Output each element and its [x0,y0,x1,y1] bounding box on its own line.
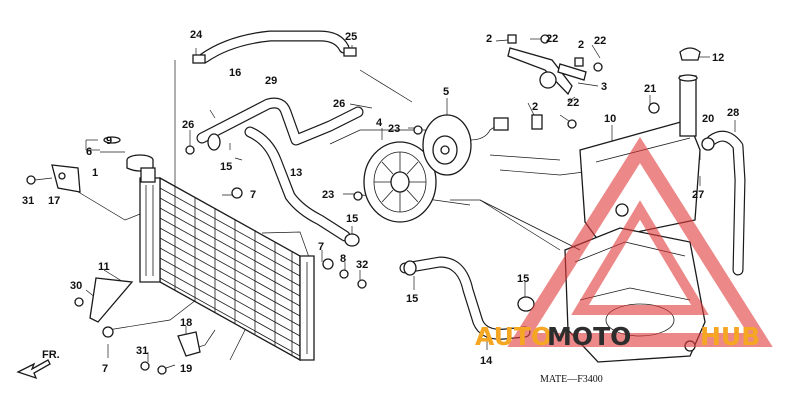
callout-29: 29 [265,75,277,87]
callout-21: 21 [644,83,656,95]
callout-16: 16 [229,67,241,79]
callout-17: 17 [48,195,60,207]
callout-12: 12 [712,52,724,64]
watermark-auto: AUTO [475,322,552,351]
watermark-hub: HUB [700,322,760,351]
callout-2: 2 [578,39,584,51]
callout-13: 13 [290,167,302,179]
watermark-triangle-icon [507,136,773,347]
callout-2: 2 [486,33,492,45]
callout-22: 22 [546,33,558,45]
callout-1: 1 [92,167,98,179]
callout-18: 18 [180,317,192,329]
callout-15: 15 [346,213,358,225]
callout-15: 15 [406,293,418,305]
callout-26: 26 [182,119,194,131]
callout-5: 5 [443,86,449,98]
callout-28: 28 [727,107,739,119]
callout-7: 7 [250,189,256,201]
callout-22: 22 [567,97,579,109]
watermark [507,136,773,347]
fan-motor [422,114,509,176]
brackets [26,102,660,375]
callout-25: 25 [345,31,357,43]
callout-9: 9 [106,135,112,147]
callout-26: 26 [333,98,345,110]
callout-20: 20 [702,113,714,125]
callout-30: 30 [70,280,82,292]
callout-22: 22 [594,35,606,47]
callout-14: 14 [480,355,493,367]
callout-27: 27 [692,189,704,201]
front-label: FR. [42,349,60,361]
drawing-code: MATE—F3400 [540,374,603,385]
callout-11: 11 [98,261,110,273]
callout-4: 4 [376,117,383,129]
callout-24: 24 [190,29,203,41]
callout-8: 8 [340,253,346,265]
callout-23: 23 [388,123,400,135]
fan-shroud [363,141,437,223]
callout-15: 15 [220,161,232,173]
front-arrow: FR. [16,349,60,380]
callout-2: 2 [532,101,538,113]
callout-31: 31 [22,195,34,207]
callout-32: 32 [356,259,368,271]
hoses [192,30,746,340]
callout-10: 10 [604,113,616,125]
callout-15: 15 [517,273,529,285]
callout-31: 31 [136,345,148,357]
watermark-moto: MOTO [547,322,631,351]
watermark-text: AUTO MOTO HUB [475,322,760,351]
callout-7: 7 [102,363,108,375]
radiator [139,176,315,362]
callout-3: 3 [601,81,607,93]
callout-23: 23 [322,189,334,201]
radiator-cap [103,136,156,183]
callout-19: 19 [180,363,192,375]
fan-stays [507,34,603,130]
callouts: 1 2 2 2 3 4 5 6 7 7 7 8 9 10 11 12 13 14… [22,29,739,375]
callout-6: 6 [86,146,92,158]
callout-7: 7 [318,241,324,253]
